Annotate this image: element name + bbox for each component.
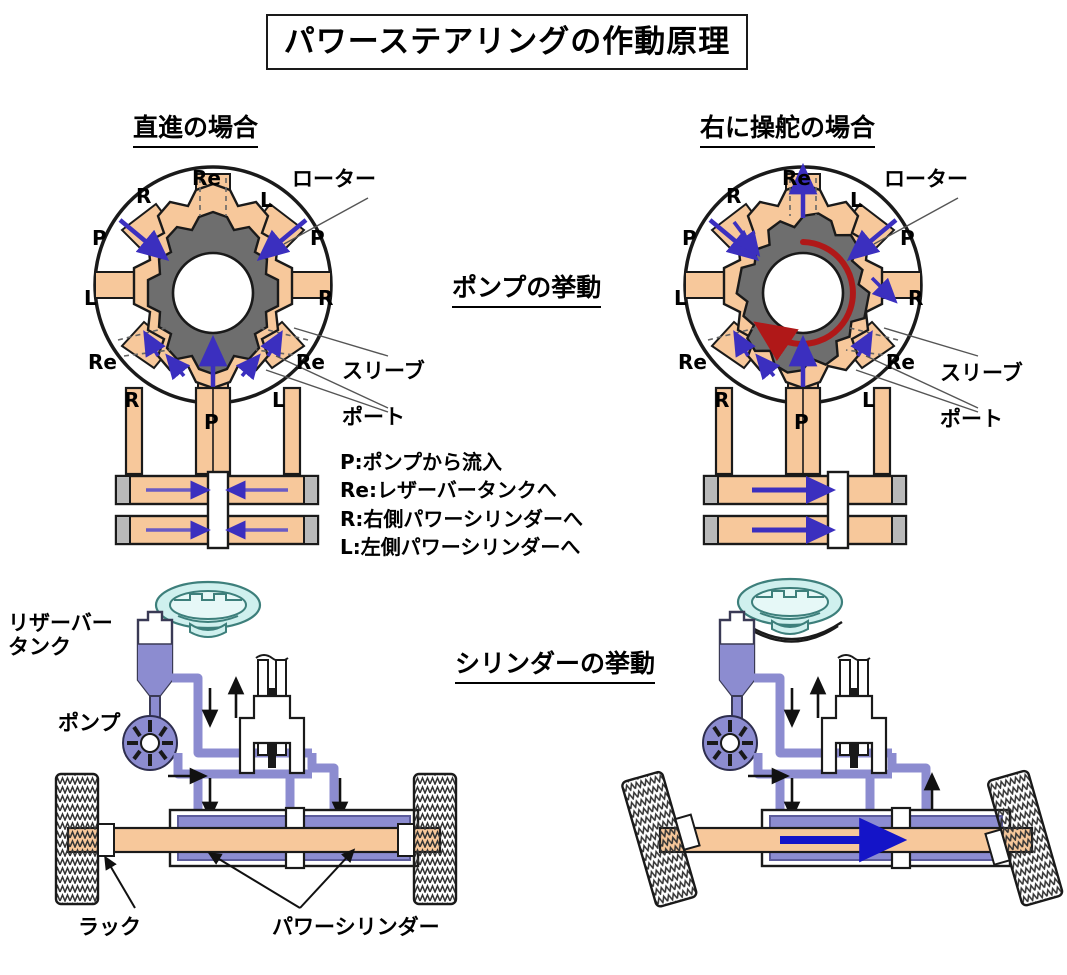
pump-right-label-rotor: ローター (884, 167, 968, 191)
pump-right-label-re-botleft: Re (678, 350, 707, 374)
pump-right-label-sleeve: スリーブ (940, 361, 1023, 385)
pump-right-label-p-right: P (900, 226, 915, 250)
label-power-cylinder: パワーシリンダー (272, 915, 440, 939)
pump-right-label-port: ポート (940, 407, 1003, 431)
assembly-straight (54, 580, 458, 909)
pump-left-label-r-bottom: R (124, 388, 140, 412)
legend-block: P:ポンプから流入 Re:レザーバータンクへ R:右側パワーシリンダーへ L:左… (340, 448, 583, 562)
wheel-right (984, 769, 1064, 907)
wheel-left (54, 772, 115, 906)
page-title: パワーステアリングの作動原理 (283, 23, 731, 60)
pump-right-label-re-botright: Re (886, 350, 915, 374)
legend-item-re: Re:レザーバータンクへ (340, 478, 557, 503)
pump-gear (122, 715, 178, 771)
label-reservoir-line2: タンク (8, 634, 71, 659)
pump-left-label-p-left: P (92, 226, 107, 250)
label-reservoir-line1: リザーバー (8, 611, 113, 635)
pump-right-label-re-top: Re (782, 166, 811, 190)
label-pump-behavior: ポンプの挙動 (452, 268, 602, 308)
valve-cylinder-straight (114, 470, 320, 550)
pump-right-label-l-bottom: L (862, 388, 875, 412)
pump-left-label-re-top: Re (192, 166, 221, 190)
pump-left-label-l-bottom: L (272, 388, 285, 412)
label-reservoir-tank: リザーバー タンク (8, 611, 113, 659)
steering-wheel (154, 580, 262, 638)
steering-column (820, 654, 888, 775)
pump-left-label-rotor: ローター (292, 167, 376, 191)
reservoir-tank (136, 610, 174, 723)
steering-column (238, 654, 306, 775)
pump-right-label-r-bottom: R (714, 388, 730, 412)
pump-left-label-r-topleft: R (136, 184, 152, 208)
heading-straight: 直進の場合 (133, 108, 259, 148)
page-title-box: パワーステアリングの作動原理 (266, 14, 748, 70)
wheel-left (621, 770, 701, 908)
pump-right-label-p-left: P (682, 226, 697, 250)
valve-cylinder-right-turn (702, 470, 908, 550)
pump-left-label-l-left: L (84, 286, 97, 310)
pump-left-label-sleeve: スリーブ (342, 359, 425, 383)
pump-gear (702, 715, 758, 771)
heading-right-turn: 右に操舵の場合 (700, 108, 876, 148)
pump-left-label-re-botright: Re (296, 350, 325, 374)
pump-right-label-r-topleft: R (726, 184, 742, 208)
pump-right-label-r-right: R (908, 286, 924, 310)
label-rack: ラック (78, 915, 141, 939)
pump-right-label-l-topright: L (850, 188, 863, 212)
assembly-right-turn (621, 577, 1064, 908)
pump-diagram-right-turn (683, 162, 979, 476)
pump-left-label-r-right: R (318, 286, 334, 310)
reservoir-tank (718, 610, 756, 723)
wheel-right (397, 772, 458, 906)
pump-left-label-p-bottom: P (204, 410, 219, 434)
pump-diagram-straight (93, 165, 389, 476)
label-pump: ポンプ (58, 711, 121, 735)
legend-item-p: P:ポンプから流入 (340, 450, 503, 474)
label-cylinder-behavior: シリンダーの挙動 (455, 644, 656, 684)
pump-left-label-re-botleft: Re (88, 350, 117, 374)
pump-left-label-l-topright: L (260, 188, 273, 212)
pump-right-label-l-left: L (674, 286, 687, 310)
pump-right-label-p-bottom: P (794, 410, 809, 434)
legend-item-r: R:右側パワーシリンダーへ (340, 506, 583, 531)
pump-left-label-p-right: P (310, 226, 325, 250)
rack-bar (66, 826, 442, 854)
pump-left-label-port: ポート (342, 405, 405, 429)
legend-item-l: L:左側パワーシリンダーへ (340, 535, 581, 560)
